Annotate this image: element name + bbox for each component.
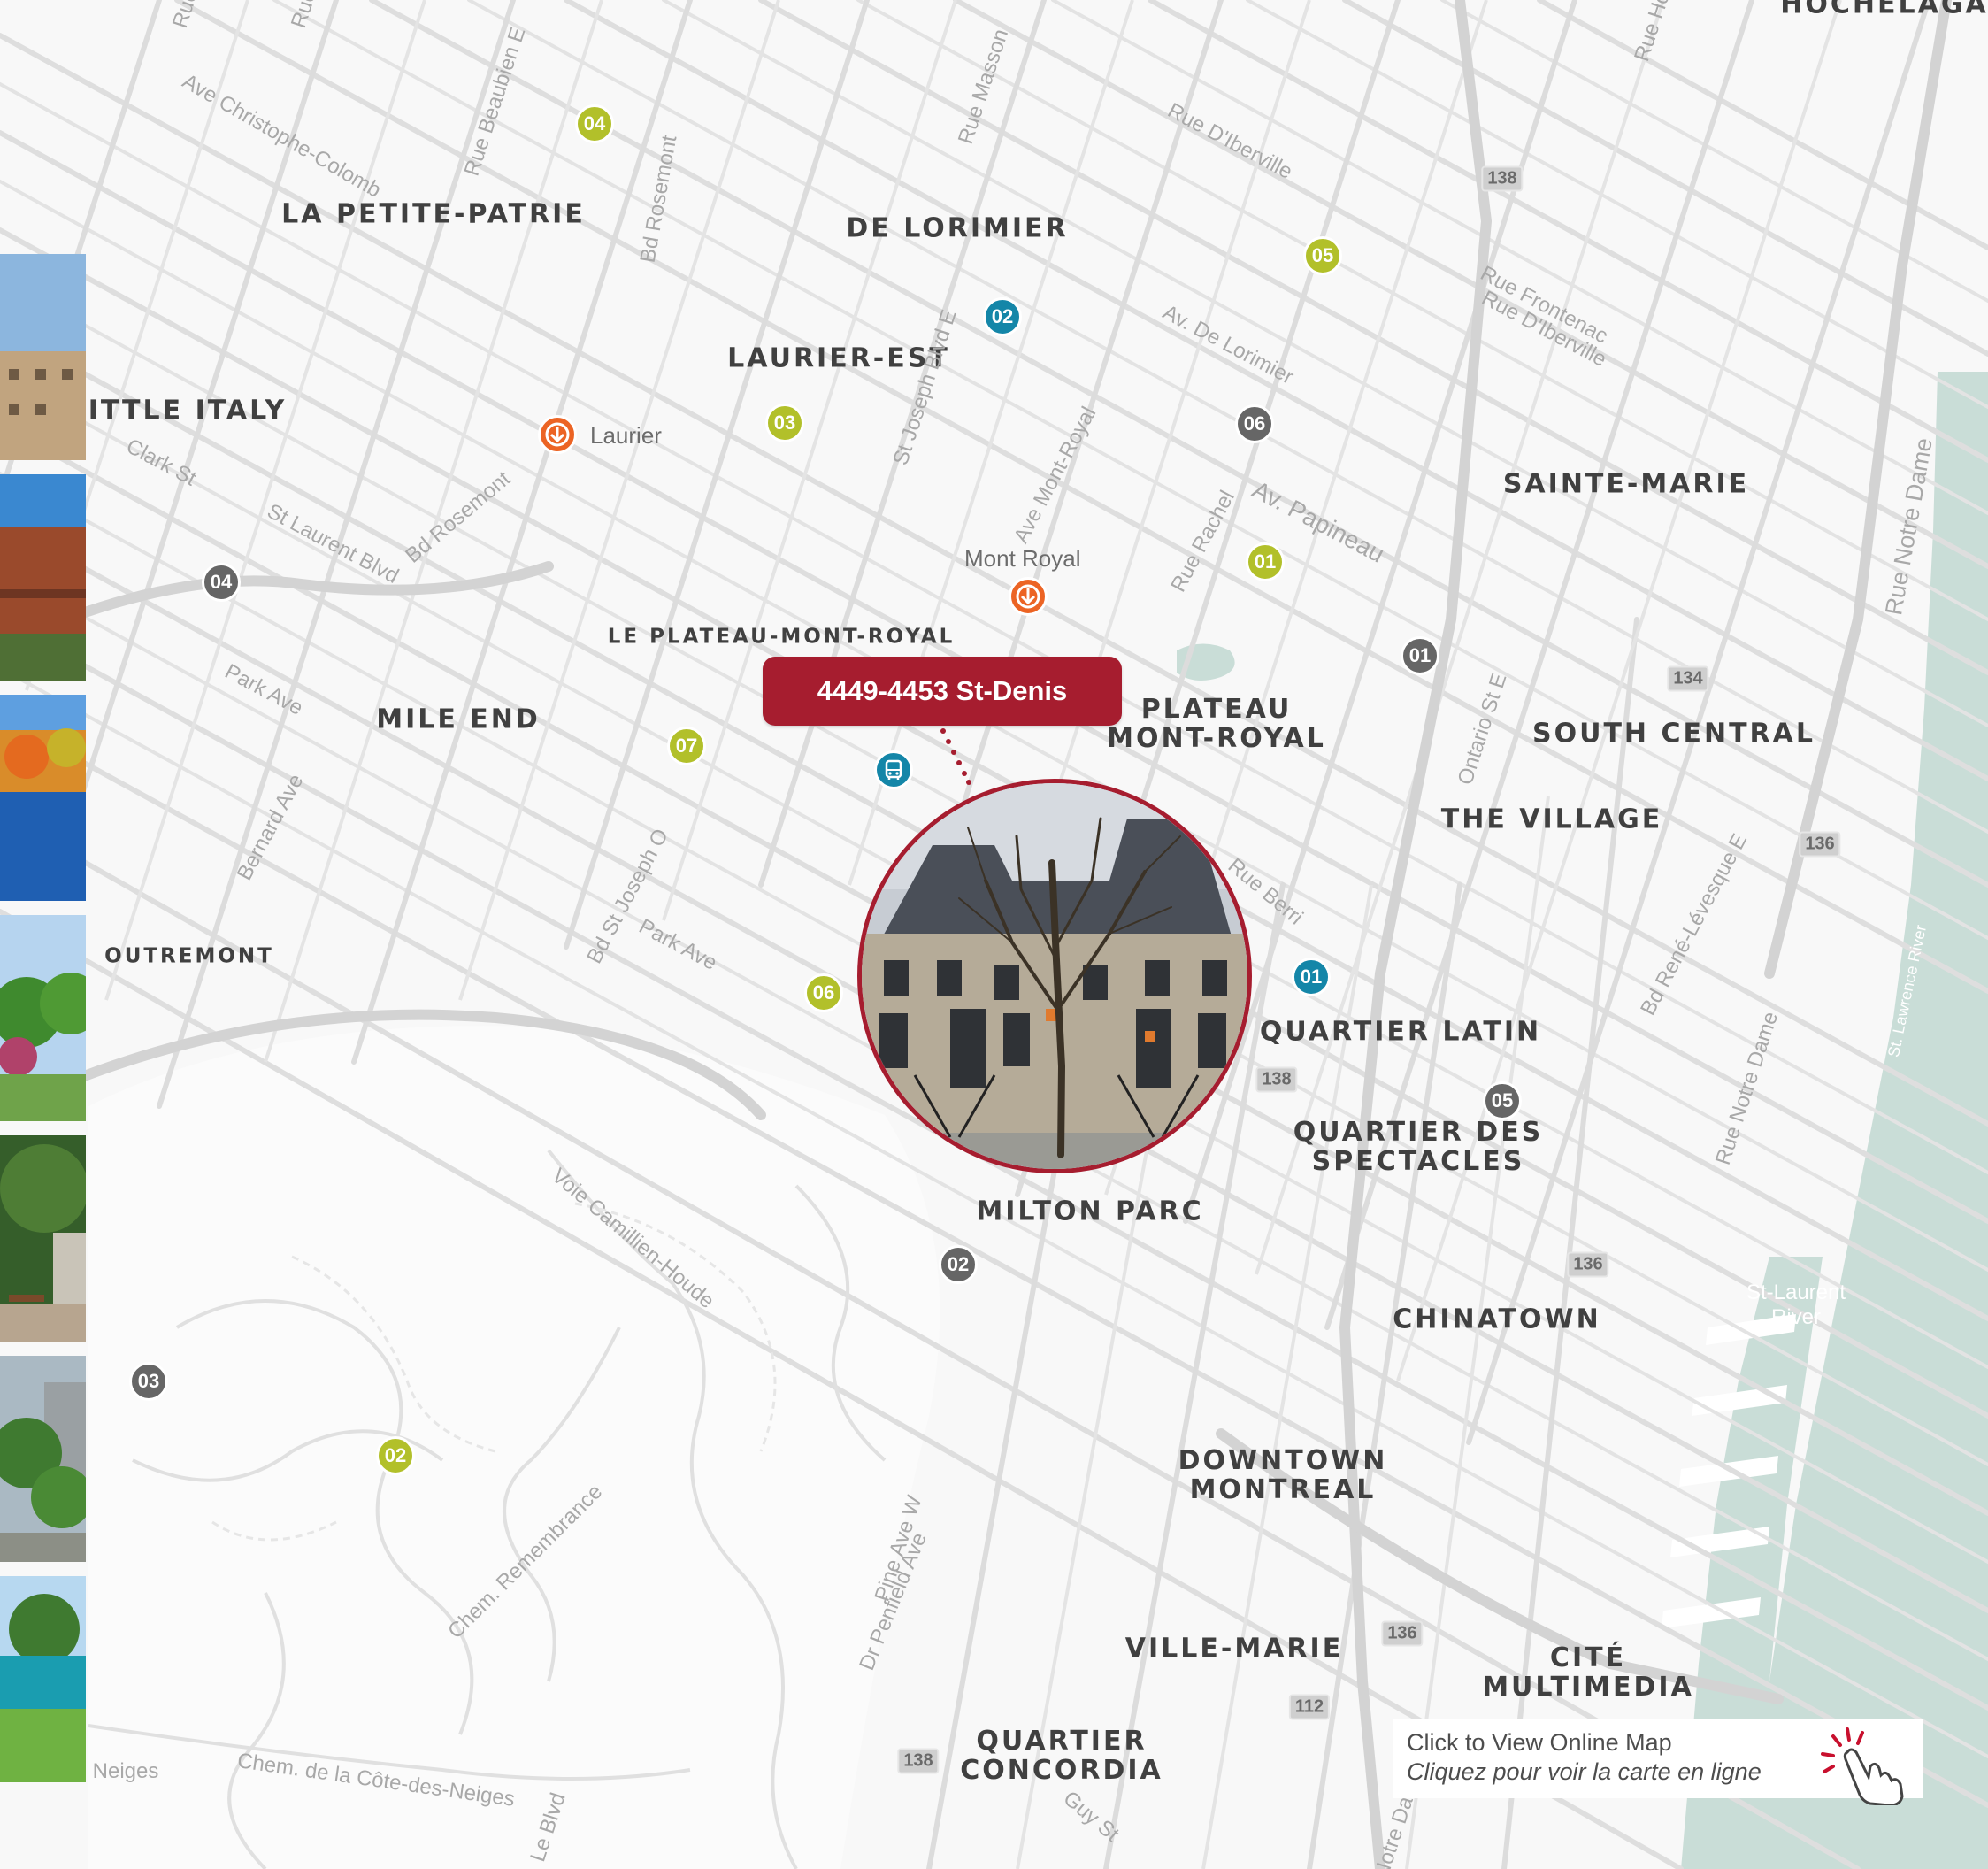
metro-icon[interactable] xyxy=(1009,577,1048,616)
poi-marker-teal[interactable]: 02 xyxy=(983,297,1022,336)
poi-marker-lime[interactable]: 05 xyxy=(1303,236,1342,275)
hand-click-icon[interactable] xyxy=(1814,1726,1929,1805)
poi-marker-dark[interactable]: 04 xyxy=(202,563,241,602)
label-ville-marie: VILLE-MARIE xyxy=(1124,1633,1344,1665)
poi-marker-dark[interactable]: 02 xyxy=(939,1245,978,1284)
label-chinatown: CHINATOWN xyxy=(1393,1304,1601,1335)
poi-marker-teal[interactable]: 01 xyxy=(1292,958,1331,996)
label-little-italy: ITTLE ITALY xyxy=(88,395,288,427)
label-st-laurent-river: St-Laurent River xyxy=(1746,1281,1846,1329)
label-quartier-concordia: QUARTIER CONCORDIA xyxy=(960,1726,1163,1786)
property-address-callout[interactable]: 4449-4453 St-Denis xyxy=(763,657,1122,726)
label-plateau-mont-royal: PLATEAU MONT-ROYAL xyxy=(1107,694,1326,754)
route-shield: 138 xyxy=(1255,1066,1298,1093)
poi-marker-lime[interactable]: 02 xyxy=(376,1436,415,1475)
label-downtown-montreal: DOWNTOWN MONTREAL xyxy=(1178,1445,1388,1505)
photo-thumb-2[interactable] xyxy=(0,474,86,681)
view-online-map-link[interactable]: Click to View Online Map Cliquez pour vo… xyxy=(1393,1719,1923,1798)
poi-marker-dark[interactable]: 05 xyxy=(1483,1081,1522,1120)
poi-marker-lime[interactable]: 01 xyxy=(1246,542,1285,581)
poi-marker-lime[interactable]: 06 xyxy=(804,973,843,1012)
label-la-petite-patrie: LA PETITE-PATRIE xyxy=(281,198,586,230)
online-map-label-fr: Cliquez pour voir la carte en ligne xyxy=(1407,1758,1762,1785)
label-the-village: THE VILLAGE xyxy=(1440,804,1663,835)
online-map-label-en: Click to View Online Map xyxy=(1407,1729,1672,1756)
label-mile-end: MILE END xyxy=(376,704,541,735)
photo-thumb-7[interactable] xyxy=(0,1576,86,1782)
harbour-basin xyxy=(1681,1257,1823,1869)
metro-label-mont-royal: Mont Royal xyxy=(964,545,1081,572)
label-south-central: SOUTH CENTRAL xyxy=(1531,718,1816,750)
label-cite-multimedia: CITÉ MULTIMEDIA xyxy=(1482,1642,1694,1703)
label-quartier-latin: QUARTIER LATIN xyxy=(1259,1016,1542,1048)
label-sainte-marie: SAINTE-MARIE xyxy=(1502,468,1750,500)
poi-marker-lime[interactable]: 04 xyxy=(575,104,614,143)
poi-marker-lime[interactable]: 07 xyxy=(667,727,706,765)
callout-leader-dots xyxy=(940,728,971,785)
poi-marker-lime[interactable]: 03 xyxy=(765,404,804,442)
poi-marker-dark[interactable]: 03 xyxy=(129,1362,168,1401)
label-outremont: OUTREMONT xyxy=(104,944,274,968)
label-de-lorimier: DE LORIMIER xyxy=(846,212,1069,244)
photo-strip xyxy=(0,254,86,1796)
label-hochelaga: HOCHELAGA xyxy=(1780,0,1988,20)
route-shield: 136 xyxy=(1567,1251,1609,1278)
street-neiges: Neiges xyxy=(92,1759,159,1783)
photo-thumb-1[interactable] xyxy=(0,254,86,460)
poi-marker-dark[interactable]: 01 xyxy=(1401,636,1439,675)
metro-label-laurier: Laurier xyxy=(590,422,662,449)
label-le-plateau-mont-royal: LE PLATEAU-MONT-ROYAL xyxy=(607,625,956,649)
mont-royal-park xyxy=(88,1026,940,1869)
poi-marker-dark[interactable]: 06 xyxy=(1235,404,1274,443)
photo-thumb-6[interactable] xyxy=(0,1356,86,1562)
photo-thumb-5[interactable] xyxy=(0,1135,86,1342)
bus-icon[interactable] xyxy=(874,750,913,789)
property-photo xyxy=(857,779,1252,1173)
label-milton-parc: MILTON PARC xyxy=(976,1196,1204,1227)
label-laurier-est: LAURIER-EST xyxy=(727,342,950,374)
route-shield: 136 xyxy=(1381,1620,1424,1647)
route-shield: 134 xyxy=(1667,665,1709,692)
property-address: 4449-4453 St-Denis xyxy=(817,675,1068,706)
photo-thumb-3[interactable] xyxy=(0,695,86,901)
photo-thumb-4[interactable] xyxy=(0,915,86,1121)
route-shield: 112 xyxy=(1288,1694,1331,1720)
route-shield: 138 xyxy=(897,1748,940,1774)
route-shield: 136 xyxy=(1799,831,1841,858)
metro-icon[interactable] xyxy=(538,415,577,454)
label-quartier-des-spectacles: QUARTIER DES SPECTACLES xyxy=(1293,1117,1544,1177)
route-shield: 138 xyxy=(1481,165,1524,192)
